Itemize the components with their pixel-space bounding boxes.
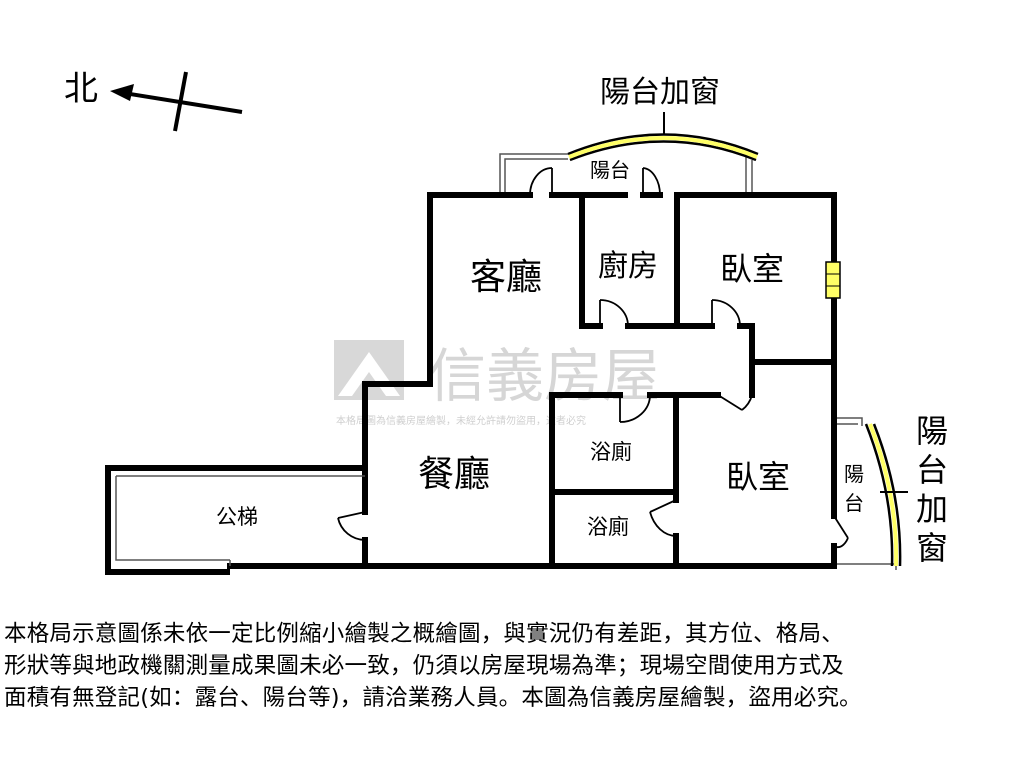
walls [227,192,837,569]
top-window-label: 陽台加窗 [600,75,720,110]
door-living-balcony [529,167,553,196]
door-kitchen-balcony [642,167,661,196]
right-balcony-label-1: 陽 [844,462,864,486]
top-balcony-window [568,136,758,159]
svg-text:加: 加 [916,490,948,528]
door-right-balcony [833,515,849,549]
room-bathroom-1: 浴廁 [590,440,632,464]
disclaimer: 本格局示意圖係未依一定比例縮小繪製之概繪圖，與實況仍有差距，其方位、格局、 形狀… [4,618,1020,714]
right-balcony: 陽 台 [834,417,908,570]
disclaimer-line-2: 形狀等與地政機關測量成果圖未必一致，仍須以房屋現場為準；現場空間使用方式及 [4,653,844,679]
room-living-room: 客廳 [470,257,542,298]
watermark-brand: 信義房屋 [428,342,660,410]
north-label: 北 [64,69,98,109]
door-bathroom-1 [619,394,651,423]
door-kitchen [599,299,629,327]
right-window-label: 陽 台 加 窗 [916,412,948,567]
room-kitchen: 廚房 [598,249,658,284]
watermark-logo-icon [334,340,404,400]
disclaimer-line-3: 面積有無登記(如：露台、陽台等)，請洽業務人員。本圖為信義房屋繪製，盜用必究。 [4,685,862,711]
door-entrance [337,511,366,541]
disclaimer-line-1: 本格局示意圖係未依一定比例縮小繪製之概繪圖，與實況仍有差距，其方位、格局、 [4,621,844,647]
door-bedroom-1 [711,299,741,327]
door-bathroom-2 [649,499,677,537]
north-compass: 北 [64,69,243,132]
top-balcony-label: 陽台 [590,158,630,182]
door-bedroom-2 [717,394,753,411]
room-bedroom-1: 臥室 [720,250,784,288]
watermark: 信義房屋 本格局圖為信義房屋繪製，未經允許請勿盜用，違者必究 [334,340,660,427]
room-public-stairs: 公梯 [216,505,258,529]
svg-text:陽: 陽 [916,412,948,450]
room-bedroom-2: 臥室 [726,458,790,496]
floor-plan: 北 信義房屋 本格局圖為信義房屋繪製，未經允許請勿盜用，違者必究 陽台 陽台加窗… [64,69,948,575]
svg-text:台: 台 [916,451,948,489]
public-stairs-box [105,465,365,575]
right-balcony-window [868,423,899,567]
right-balcony-label-2: 台 [844,491,864,515]
room-dining-room: 餐廳 [418,454,490,495]
watermark-notice: 本格局圖為信義房屋繪製，未經允許請勿盜用，違者必究 [336,414,586,427]
top-balcony: 陽台 [499,125,759,195]
room-bathroom-2: 浴廁 [587,515,629,539]
north-arrow-icon [110,84,134,101]
svg-text:窗: 窗 [916,529,948,567]
doors [337,167,849,549]
compass-line [123,91,243,114]
bedroom-window [825,261,841,299]
compass-cross-line [173,71,188,132]
